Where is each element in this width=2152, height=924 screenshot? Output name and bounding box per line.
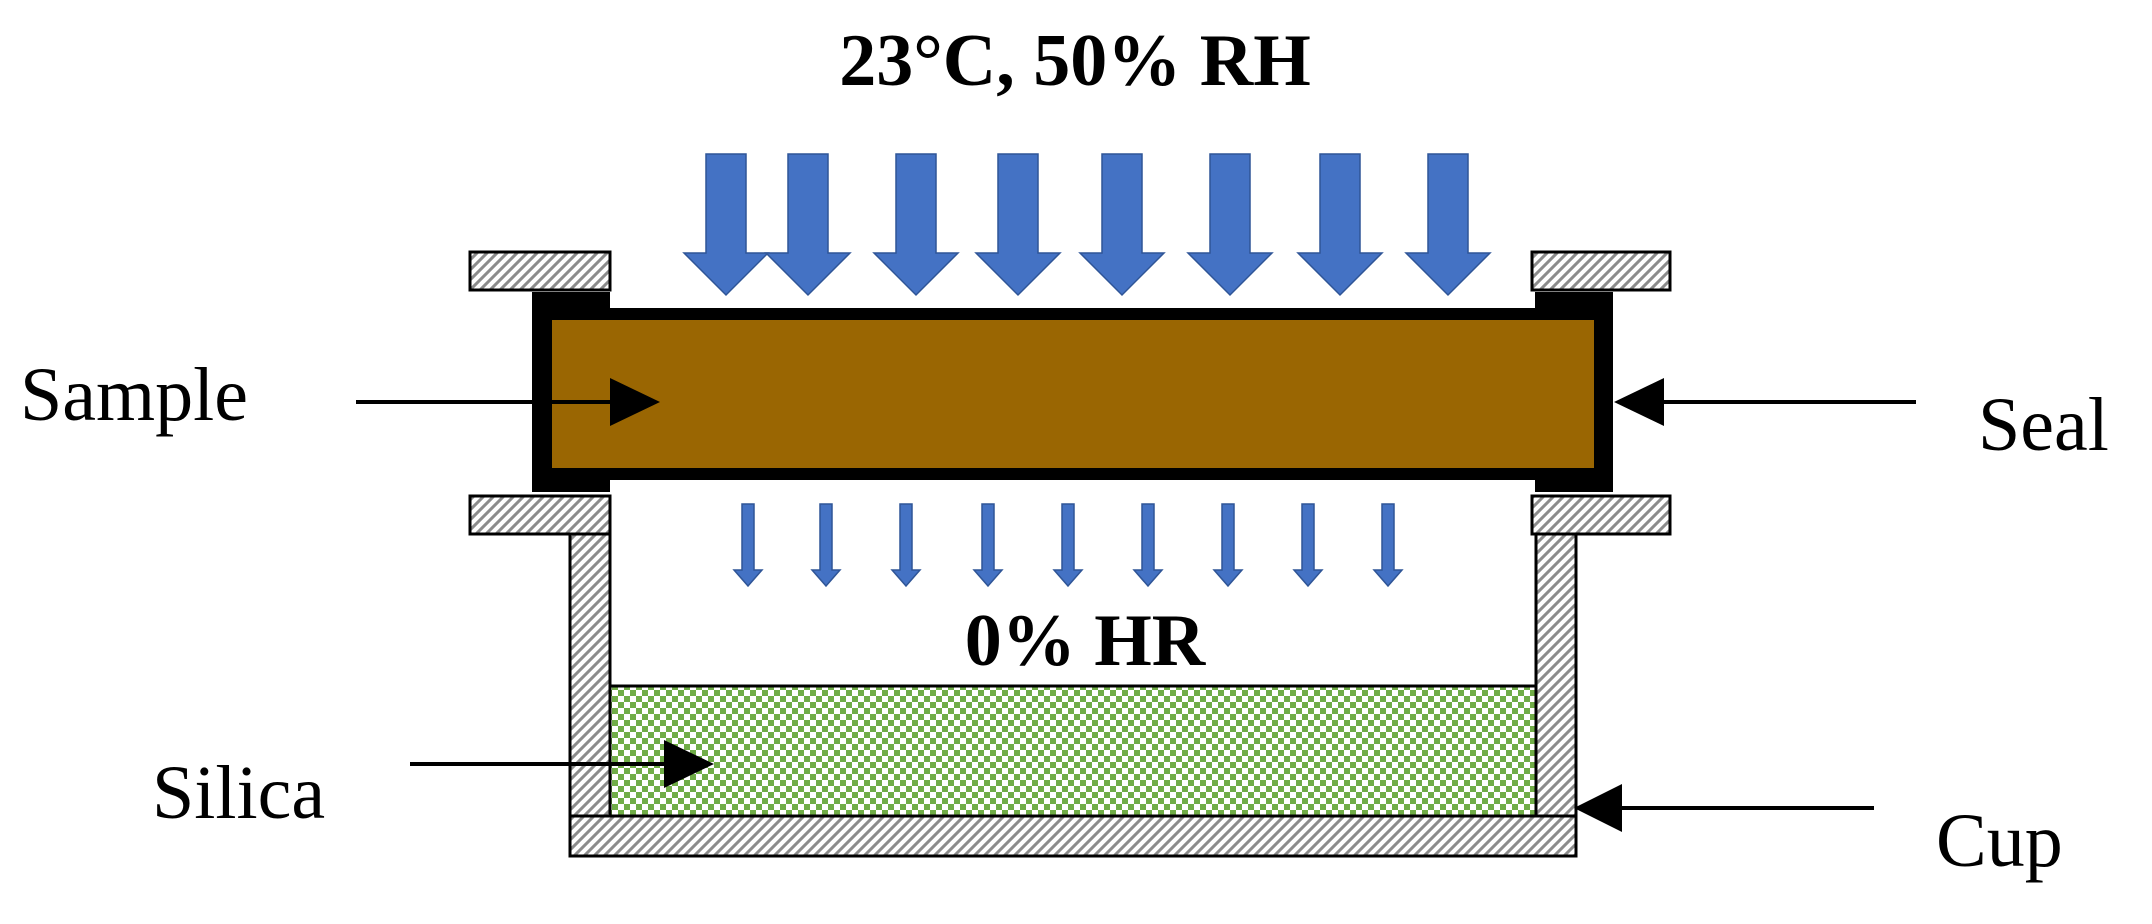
down-arrow-icon <box>1132 503 1164 588</box>
sample-label: Sample <box>20 353 248 437</box>
down-arrow-icon <box>764 153 852 297</box>
down-arrow-icon <box>732 503 764 588</box>
cup-pointer <box>1574 784 1874 832</box>
cup-label: Cup <box>1936 799 2063 883</box>
flange-top-left <box>468 250 612 292</box>
down-arrow-icon <box>1296 153 1384 297</box>
flange-top-right <box>1530 250 1672 292</box>
down-arrow-icon <box>872 153 960 297</box>
silica-pointer <box>410 740 714 788</box>
bottom-condition-label: 0% HR <box>965 600 1207 682</box>
down-arrow-icon <box>974 153 1062 297</box>
outgoing-vapor-arrows <box>732 503 1404 588</box>
down-arrow-icon <box>1078 153 1166 297</box>
down-arrow-icon <box>1212 503 1244 588</box>
down-arrow-icon <box>1372 503 1404 588</box>
silica-bed <box>608 684 1538 818</box>
down-arrow-icon <box>1404 153 1492 297</box>
sample-pointer <box>356 378 660 426</box>
down-arrow-icon <box>890 503 922 588</box>
down-arrow-icon <box>972 503 1004 588</box>
cup-wall-left <box>568 532 612 818</box>
seal-label: Seal <box>1978 383 2109 467</box>
seal-pointer <box>1614 378 1916 426</box>
arrow-right-icon <box>610 378 660 426</box>
flange-bottom-right <box>1530 494 1672 536</box>
down-arrow-icon <box>1052 503 1084 588</box>
cup-wall-right <box>1534 532 1578 818</box>
down-arrow-icon <box>810 503 842 588</box>
down-arrow-icon <box>1186 153 1274 297</box>
arrow-left-icon <box>1574 784 1622 832</box>
flange-bottom-left <box>468 494 612 536</box>
cup-base <box>568 814 1578 858</box>
down-arrow-icon <box>682 153 770 297</box>
incoming-vapor-arrows <box>682 153 1492 297</box>
silica-label: Silica <box>152 751 325 835</box>
arrow-right-icon <box>664 740 714 788</box>
top-condition-label: 23°C, 50% RH <box>839 20 1311 102</box>
arrow-left-icon <box>1614 378 1664 426</box>
sample-slab <box>540 308 1606 480</box>
down-arrow-icon <box>1292 503 1324 588</box>
